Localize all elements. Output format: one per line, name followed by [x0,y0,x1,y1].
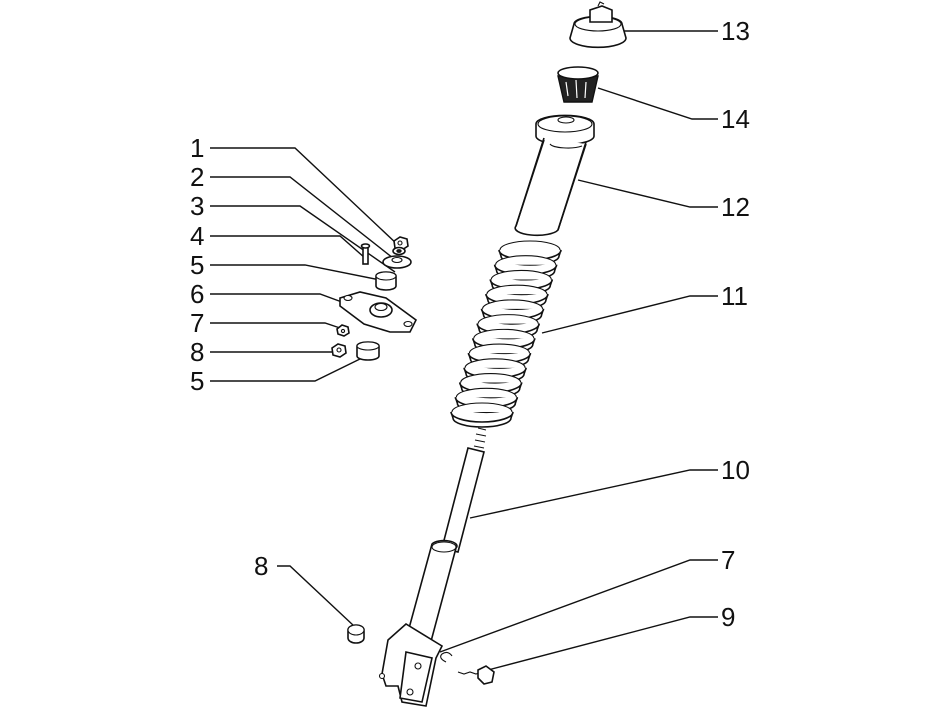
part-nut-8a [331,343,347,358]
spring-coil-back [473,328,535,339]
part-nut-8b [347,624,365,644]
callout-8b: 8 [254,551,268,581]
spring-coil-back [499,240,561,251]
callout-8a: 8 [190,337,204,367]
leader-4 [210,235,366,259]
spring-coil-back [486,284,548,295]
part-clip-7b [440,651,453,663]
leader-10 [469,469,718,519]
callout-5a: 5 [190,250,204,280]
callout-2: 2 [190,162,204,192]
part-washer-2 [392,246,406,256]
spring-coil-back [477,314,539,324]
part-rubber-bush-5b [356,341,380,361]
leader-8b [277,565,355,627]
leader-5a [210,264,386,282]
spring-coil-back [451,402,513,413]
spring-coil-back [468,343,531,354]
callout-13: 13 [721,16,750,46]
callout-12: 12 [721,192,750,222]
callout-9: 9 [721,602,735,632]
callout-7a: 7 [190,308,204,338]
leader-11 [541,295,718,334]
callout-7b: 7 [721,545,735,575]
part-nut-7a [336,324,350,337]
callout-3: 3 [190,191,204,221]
callout-1: 1 [190,133,204,163]
part-dust-cover-12 [514,114,595,237]
part-mounting-plate-6 [339,291,418,333]
callout-11: 11 [721,281,748,311]
spring-coil-back [490,269,552,280]
leader-1 [210,147,399,246]
part-rubber-bush-5a [375,271,397,291]
part-coil-spring-11 [450,240,562,428]
callout-14: 14 [721,104,750,134]
callout-labels: 1 2 3 4 5 6 7 8 5 13 14 12 11 10 8 7 9 [190,16,750,632]
mount-parts-cluster [331,236,418,361]
part-shock-absorber-10 [378,427,487,707]
callout-5b: 5 [190,366,204,396]
leader-12 [577,179,718,208]
leader-7a [210,322,341,329]
callout-10: 10 [721,455,750,485]
spring-coil-back [495,255,557,265]
spring-coil-front [450,411,514,428]
leader-2 [210,176,399,263]
leader-6 [210,293,351,306]
spring-coil-back [464,358,526,368]
spring-coil-back [455,387,517,398]
callout-6: 6 [190,279,204,309]
part-bump-stop-14 [557,66,599,103]
leader-7b [439,559,718,653]
spring-coil-back [460,373,522,383]
part-screw-4 [360,243,371,265]
leader-9 [487,616,718,671]
part-bolt-9 [457,665,495,685]
callout-4: 4 [190,221,204,251]
leader-5b [210,357,363,382]
leader-14 [597,87,718,120]
spring-coil-back [481,299,544,310]
part-cup-washer-3 [382,255,412,269]
part-top-cap-13 [569,1,627,49]
leader-lines [210,30,718,671]
